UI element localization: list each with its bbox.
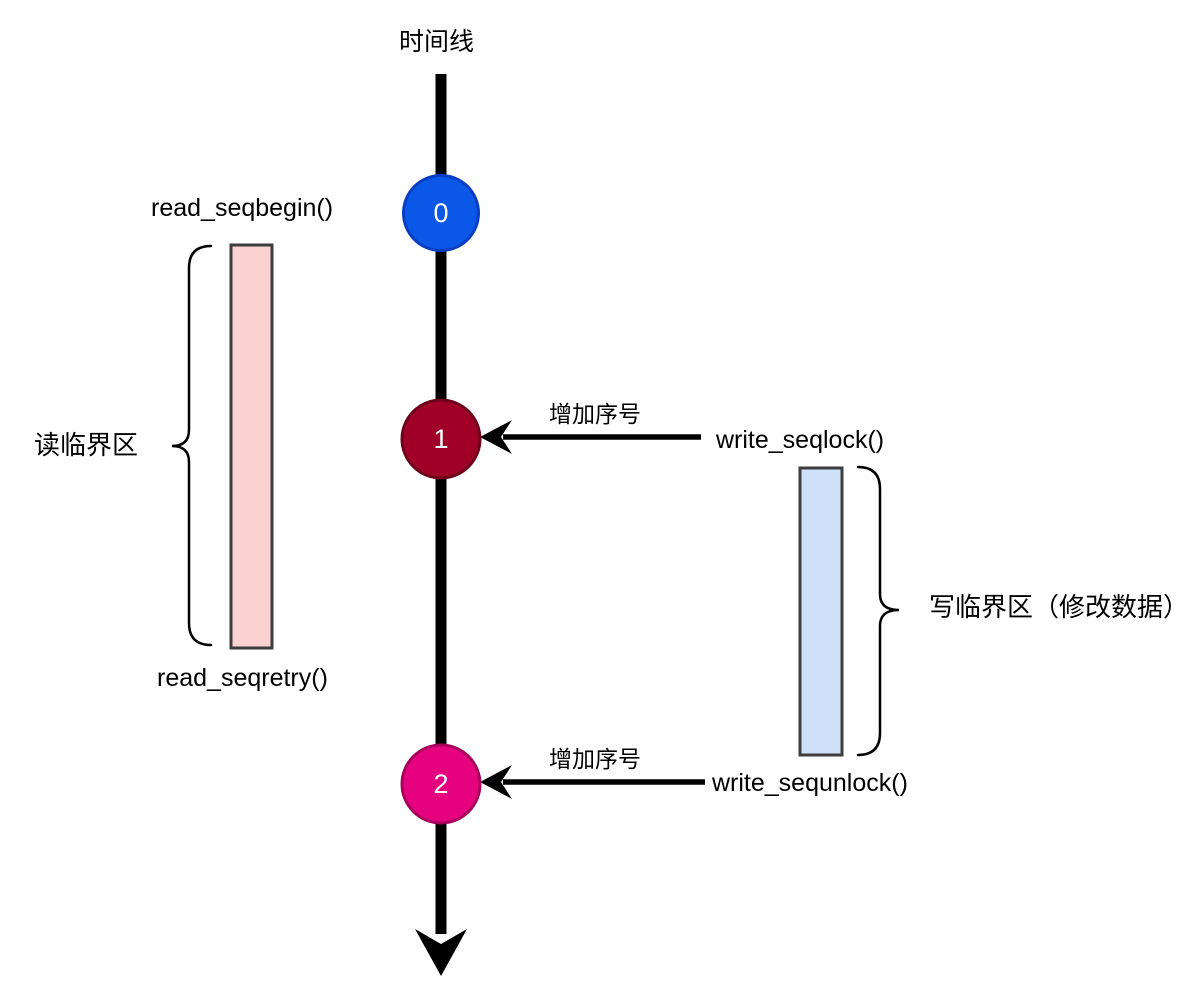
node-2-label: 2 (433, 769, 449, 799)
timeline-node-1 (400, 398, 482, 480)
timeline-node-0 (402, 174, 480, 252)
node-0-label: 0 (433, 198, 449, 228)
timeline-title: 时间线 (399, 28, 475, 56)
increment-seq-label-1: 增加序号 (549, 401, 641, 427)
timeline-arrowhead-icon (415, 929, 467, 976)
read-section-brace (171, 244, 213, 647)
write-critical-section-bar (798, 466, 844, 757)
increment-seq-label-2: 增加序号 (549, 746, 641, 772)
timeline-node-2 (400, 743, 482, 825)
write-section-brace (856, 465, 900, 757)
write-critical-section-label: 写临界区（修改数据） (929, 592, 1190, 622)
read-seqretry-label: read_seqretry() (157, 664, 328, 692)
write-sequnlock-label: write_sequnlock() (712, 769, 908, 797)
read-seqbegin-label: read_seqbegin() (151, 194, 334, 222)
node-1-label: 1 (433, 424, 449, 454)
increment-arrow-1-head-icon (480, 420, 512, 454)
write-seqlock-label: write_seqlock() (716, 426, 885, 454)
read-critical-section-bar (229, 243, 274, 650)
read-critical-section-label: 读临界区 (34, 430, 139, 460)
increment-arrow-2-head-icon (480, 765, 512, 799)
